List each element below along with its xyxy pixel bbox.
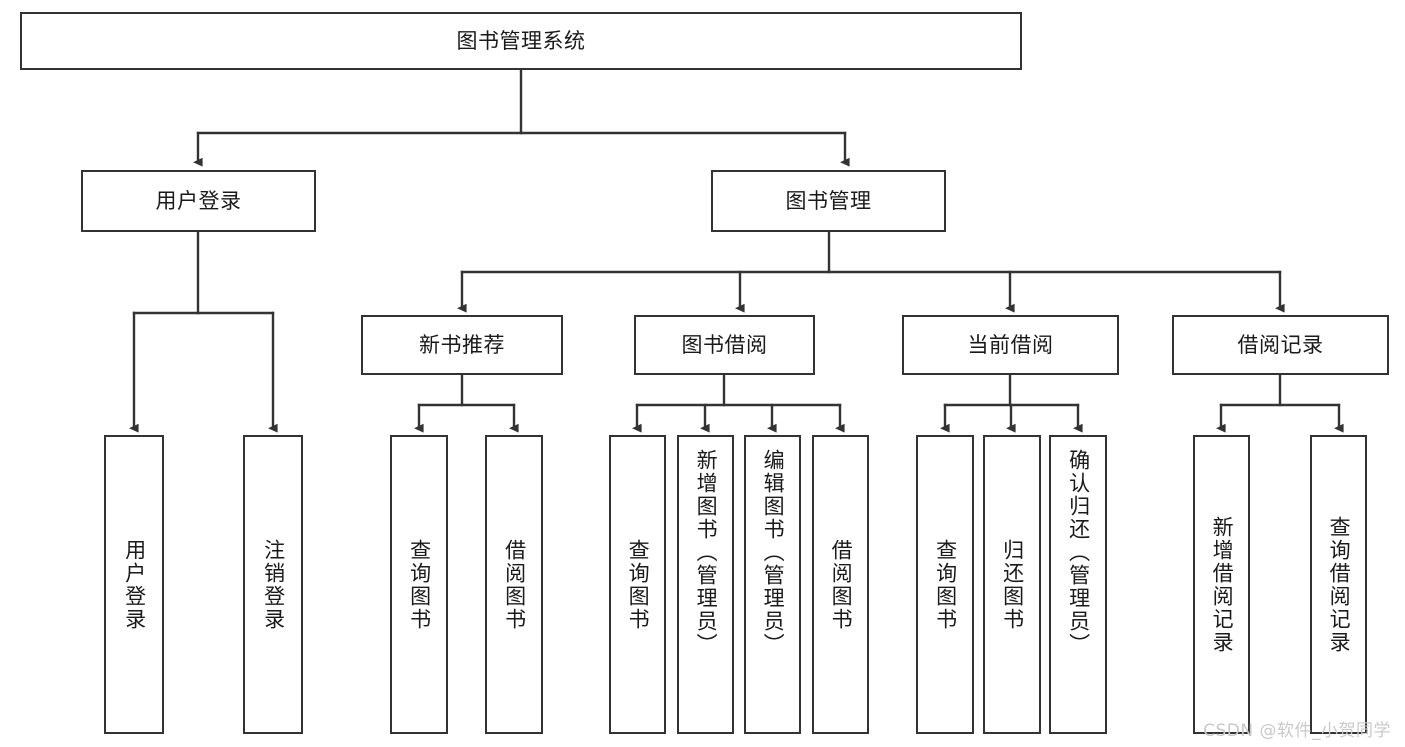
node-root-book-management-system[interactable]: 图书管理系统 xyxy=(20,12,1022,70)
node-book-management[interactable]: 图书管理 xyxy=(711,170,946,232)
leaf-current-borrow-query[interactable]: 查询图书 xyxy=(916,435,974,734)
node-label: 查询借阅记录 xyxy=(1327,515,1352,654)
node-label: 新增图书（管理员） xyxy=(694,449,719,656)
node-label: 借阅记录 xyxy=(1237,332,1324,357)
node-current-borrow[interactable]: 当前借阅 xyxy=(902,315,1119,375)
node-label: 新书推荐 xyxy=(419,332,505,357)
leaf-book-borrow-query[interactable]: 查询图书 xyxy=(609,435,666,734)
leaf-current-borrow-return[interactable]: 归还图书 xyxy=(983,435,1041,734)
node-user-login[interactable]: 用户登录 xyxy=(81,170,316,232)
leaf-book-borrow-borrow[interactable]: 借阅图书 xyxy=(812,435,869,734)
node-new-book-recommend[interactable]: 新书推荐 xyxy=(361,315,563,375)
node-label: 用户登录 xyxy=(122,538,147,631)
node-label: 归还图书 xyxy=(1000,538,1025,631)
leaf-book-borrow-edit-admin[interactable]: 编辑图书（管理员） xyxy=(744,435,801,734)
node-borrow-record[interactable]: 借阅记录 xyxy=(1172,315,1389,375)
node-label: 查询图书 xyxy=(626,538,651,631)
node-label: 图书管理 xyxy=(785,188,872,213)
node-label: 新增借阅记录 xyxy=(1210,515,1235,654)
node-label: 借阅图书 xyxy=(502,538,527,631)
node-label: 借阅图书 xyxy=(829,538,854,631)
leaf-user-login-signin[interactable]: 用户登录 xyxy=(104,435,164,734)
leaf-new-book-query[interactable]: 查询图书 xyxy=(390,435,448,734)
leaf-user-login-signout[interactable]: 注销登录 xyxy=(243,435,303,734)
leaf-borrow-record-add[interactable]: 新增借阅记录 xyxy=(1193,435,1250,734)
node-label: 查询图书 xyxy=(933,538,958,631)
node-label: 查询图书 xyxy=(407,538,432,631)
node-book-borrow[interactable]: 图书借阅 xyxy=(634,315,815,375)
leaf-current-borrow-confirm-admin[interactable]: 确认归还（管理员） xyxy=(1049,435,1107,734)
node-label: 用户登录 xyxy=(155,188,242,213)
leaf-new-book-borrow[interactable]: 借阅图书 xyxy=(485,435,543,734)
leaf-book-borrow-add-admin[interactable]: 新增图书（管理员） xyxy=(677,435,734,734)
node-label: 编辑图书（管理员） xyxy=(761,449,786,656)
node-label: 当前借阅 xyxy=(967,332,1054,357)
node-label: 图书借阅 xyxy=(681,332,768,357)
leaf-borrow-record-query[interactable]: 查询借阅记录 xyxy=(1310,435,1367,734)
node-label: 确认归还（管理员） xyxy=(1066,449,1091,656)
node-label: 图书管理系统 xyxy=(456,28,586,53)
node-label: 注销登录 xyxy=(261,538,286,631)
